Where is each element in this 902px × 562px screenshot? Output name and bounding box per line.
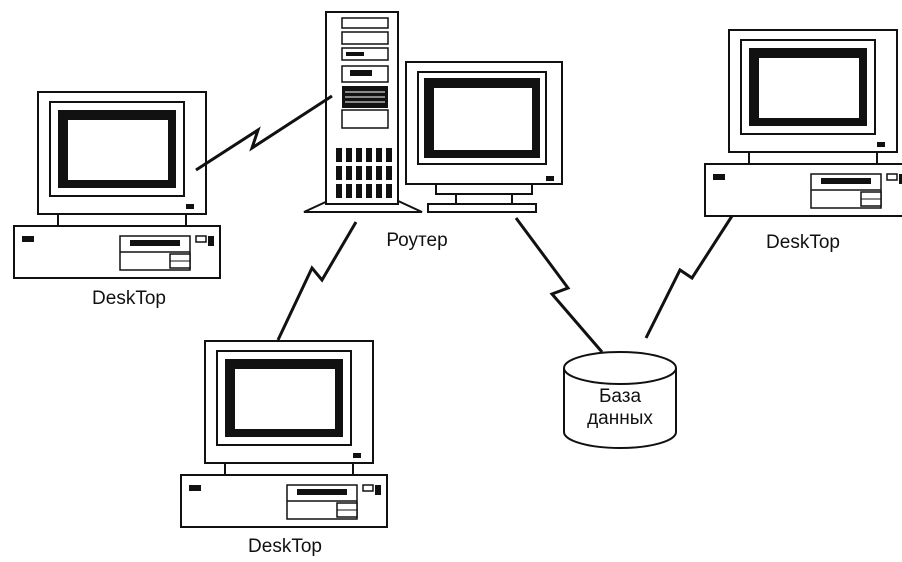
link-right-database [644,215,734,339]
database-icon [563,351,677,449]
desktop-bottom-label: DeskTop [248,536,322,557]
database-label: База данных [570,386,670,430]
router-icon [303,11,563,213]
desktop-left-label: DeskTop [92,288,166,309]
link-router-bottom [276,221,358,341]
link-router-database [514,217,604,353]
router-label: Роутер [386,230,448,251]
database-label-line2: данных [587,408,653,429]
link-left-router [195,94,333,172]
desktop-right-icon [704,29,902,217]
desktop-right-label: DeskTop [766,232,840,253]
desktop-bottom-icon [180,340,388,528]
database-label-line1: База [598,386,642,407]
desktop-left-icon [13,91,221,279]
